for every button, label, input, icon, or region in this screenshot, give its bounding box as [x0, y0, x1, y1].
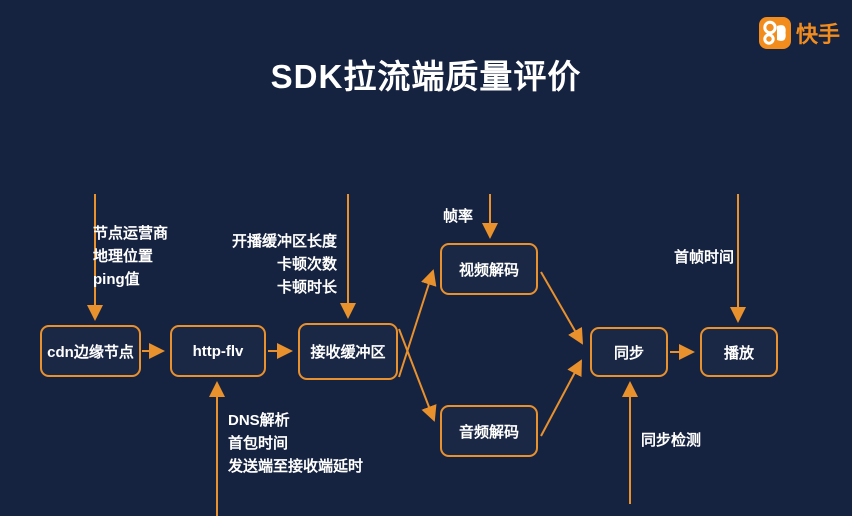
- metric-line: 地理位置: [93, 248, 154, 265]
- kuaishou-camera-icon: [758, 17, 791, 49]
- metric-line: 同步检测: [641, 432, 702, 449]
- node-audio-decode: 音频解码: [440, 405, 538, 457]
- node-video-decode: 视频解码: [440, 243, 538, 295]
- node-play: 播放: [700, 327, 778, 377]
- metric-line: 首帧时间: [674, 249, 735, 266]
- metrics-recv-buffer: 开播缓冲区长度 卡顿次数 卡顿时长: [232, 230, 337, 299]
- metric-line: 开播缓冲区长度: [231, 233, 337, 250]
- metric-line: 发送端至接收端延时: [228, 458, 364, 475]
- metric-line: 帧率: [443, 208, 474, 225]
- metric-line: 卡顿次数: [276, 256, 337, 273]
- metrics-cdn: 节点运营商 地理位置 ping值: [93, 222, 168, 291]
- brand-name: 快手: [795, 22, 840, 47]
- arrow-recv-to-audio: [398, 328, 437, 422]
- metric-line: ping值: [93, 271, 140, 288]
- metrics-video-decode: 帧率: [443, 205, 473, 228]
- node-sync: 同步: [590, 327, 668, 377]
- kuaishou-logo: 快手: [758, 17, 840, 49]
- node-cdn-edge: cdn边缘节点: [40, 325, 141, 377]
- metric-line: 节点运营商: [93, 225, 169, 242]
- node-http-flv: http-flv: [170, 325, 266, 377]
- metric-line: DNS解析: [228, 412, 290, 429]
- arrow-video-to-sync: [540, 271, 584, 345]
- metrics-play: 首帧时间: [674, 246, 734, 269]
- node-recv-buffer: 接收缓冲区: [298, 323, 398, 380]
- metrics-http-flv: DNS解析 首包时间 发送端至接收端延时: [228, 409, 363, 478]
- arrow-recv-to-video: [398, 269, 437, 378]
- page-title: SDK拉流端质量评价: [270, 58, 582, 95]
- metric-line: 首包时间: [228, 435, 289, 452]
- metric-line: 卡顿时长: [276, 279, 337, 296]
- metrics-sync: 同步检测: [641, 429, 701, 452]
- arrow-audio-to-sync: [540, 359, 582, 437]
